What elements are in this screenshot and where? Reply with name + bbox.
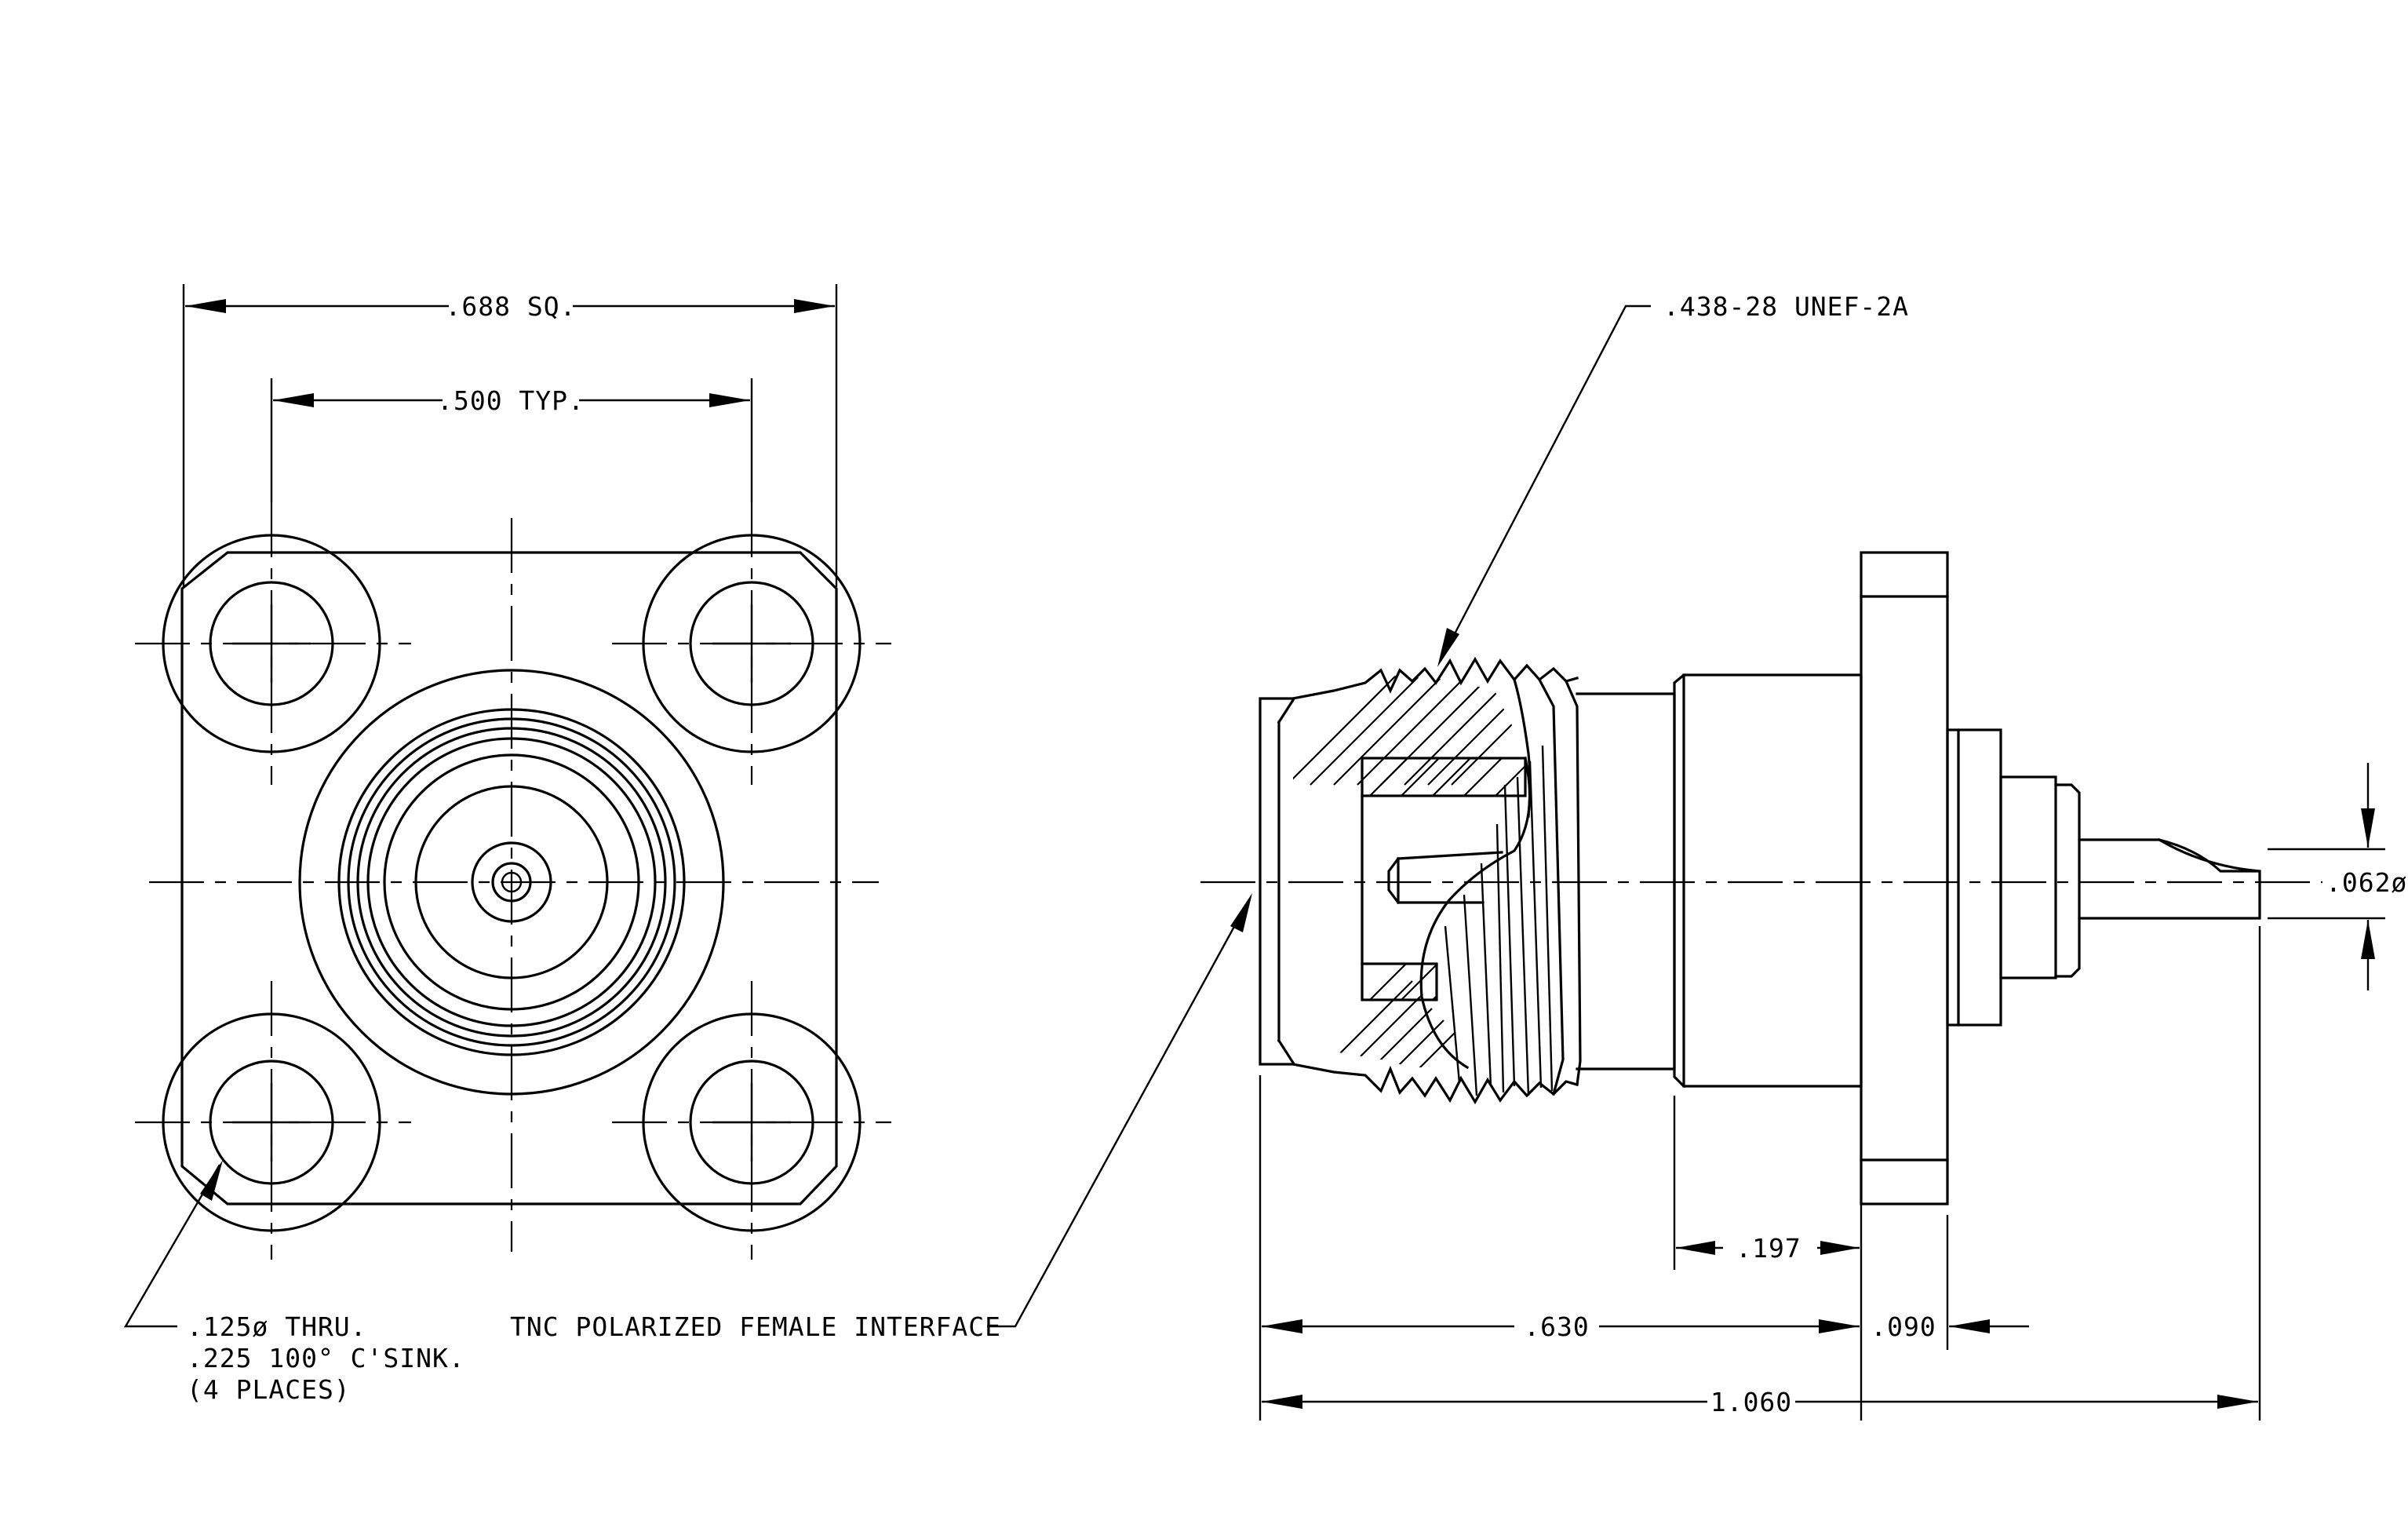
dim-688-label: .688 SQ. — [446, 291, 577, 322]
interface-callout: TNC POLARIZED FEMALE INTERFACE — [510, 893, 1252, 1342]
hole-note-line3: (4 PLACES) — [187, 1374, 351, 1405]
hole-note-line1: .125ø THRU. — [187, 1311, 367, 1342]
side-flange — [1860, 551, 1949, 1205]
flange-outline — [180, 551, 838, 1205]
dim-630-label: .630 — [1524, 1311, 1589, 1342]
connector-body — [1673, 673, 1863, 1088]
dim-197: .197 — [1673, 1096, 1863, 1421]
rear-step-2 — [1999, 775, 2057, 979]
solder-pin — [2078, 837, 2261, 920]
dim-090-label: .090 — [1871, 1311, 1936, 1342]
thread-top — [1291, 656, 1579, 700]
thread-label: .438-28 UNEF-2A — [1663, 291, 1909, 322]
dim-062-label: .062ø — [2326, 867, 2407, 898]
dim-197-label: .197 — [1736, 1233, 1801, 1264]
dim-500-typ: .500 TYP. — [270, 378, 753, 502]
hole-callout: .125ø THRU. .225 100° C'SINK. (4 PLACES) — [123, 1160, 465, 1405]
thread-helix — [1444, 745, 1554, 1096]
dim-062: .062ø — [2268, 763, 2407, 990]
dim-500-label: .500 TYP. — [437, 385, 585, 416]
thread-callout: .438-28 UNEF-2A — [1437, 291, 1909, 667]
hole-note-line2: .225 100° C'SINK. — [187, 1343, 465, 1373]
dim-630: .630 — [1259, 1075, 1860, 1421]
dim-1060: 1.060 — [1262, 926, 2261, 1421]
dim-1060-label: 1.060 — [1710, 1387, 1792, 1417]
rear-step-1 — [1946, 728, 2002, 1027]
thread-bottom — [1291, 1063, 1579, 1105]
interface-sleeve — [1259, 697, 1295, 1066]
interface-label: TNC POLARIZED FEMALE INTERFACE — [510, 1311, 1001, 1342]
cutaway-curve — [1419, 757, 1532, 1070]
dim-688-sq: .688 SQ. — [182, 284, 838, 587]
front-view — [135, 502, 891, 1260]
side-view — [1200, 551, 2322, 1205]
inner-contact — [1387, 851, 1503, 905]
dim-090: .090 — [1871, 1215, 2029, 1350]
